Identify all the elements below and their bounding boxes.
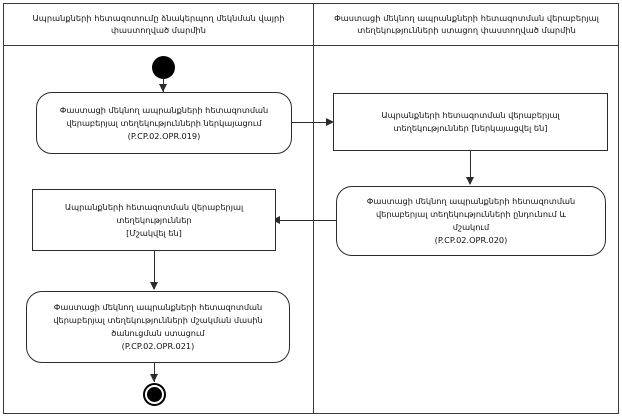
swimlane-header-right: Փաստացի մեկնող ապրանքների հետազոտման վեր… <box>314 3 619 45</box>
action-node-present-information[interactable]: Փաստացի մեկնող ապրանքների հետազոտման վեր… <box>36 92 292 154</box>
action-node-receive-and-process[interactable]: Փաստացի մեկնող ապրանքների հետազոտման վեր… <box>336 186 606 256</box>
object-node-information-processed[interactable]: Ապրանքների հետազոտման վերաբերյալ տեղեկու… <box>32 189 276 251</box>
swimlane-title-left: Ապրանքների հետազոտումը ձնակերպող մեկնման… <box>32 13 285 35</box>
edge-action021-to-final <box>154 363 155 382</box>
diagram-frame <box>3 3 619 414</box>
action-node-receive-notification-label: Փաստացի մեկնող ապրանքների հետազոտման վեր… <box>53 302 263 351</box>
edge-object-processed-to-action021 <box>154 251 155 289</box>
arrowhead-action021-to-final <box>150 374 158 382</box>
edge-object-submitted-to-action020 <box>470 151 471 184</box>
arrowhead-object-processed-to-action021 <box>150 282 158 290</box>
swimlane-divider <box>313 3 314 414</box>
edge-action019-to-object-submitted <box>292 122 332 123</box>
final-node <box>143 383 166 406</box>
action-node-receive-notification[interactable]: Փաստացի մեկնող ապրանքների հետազոտման վեր… <box>26 291 290 363</box>
final-node-core <box>147 387 162 402</box>
swimlane-header-rule-right <box>314 45 619 46</box>
arrowhead-action019-to-object-submitted <box>326 118 334 126</box>
arrowhead-initial-to-action019 <box>159 84 167 92</box>
swimlane-header-rule-left <box>3 45 314 46</box>
edge-action020-to-object-processed <box>276 220 338 221</box>
swimlane-header-left: Ապրանքների հետազոտումը ձնակերպող մեկնման… <box>3 3 314 45</box>
action-node-receive-and-process-label: Փաստացի մեկնող ապրանքների հետազոտման վեր… <box>366 196 576 245</box>
arrowhead-action020-to-object-processed <box>272 216 280 224</box>
action-node-present-information-label: Փաստացի մեկնող ապրանքների հետազոտման վեր… <box>59 104 269 141</box>
swimlane-title-right: Փաստացի մեկնող ապրանքների հետազոտման վեր… <box>334 13 599 35</box>
initial-node <box>152 56 175 79</box>
arrowhead-object-submitted-to-action020 <box>466 177 474 185</box>
object-node-information-submitted[interactable]: Ապրանքների հետազոտման վերաբերյալ տեղեկու… <box>333 93 608 151</box>
object-node-information-processed-label: Ապրանքների հետազոտման վերաբերյալ տեղեկու… <box>64 201 244 238</box>
object-node-information-submitted-label: Ապրանքների հետազոտման վերաբերյալ տեղեկու… <box>381 110 560 133</box>
